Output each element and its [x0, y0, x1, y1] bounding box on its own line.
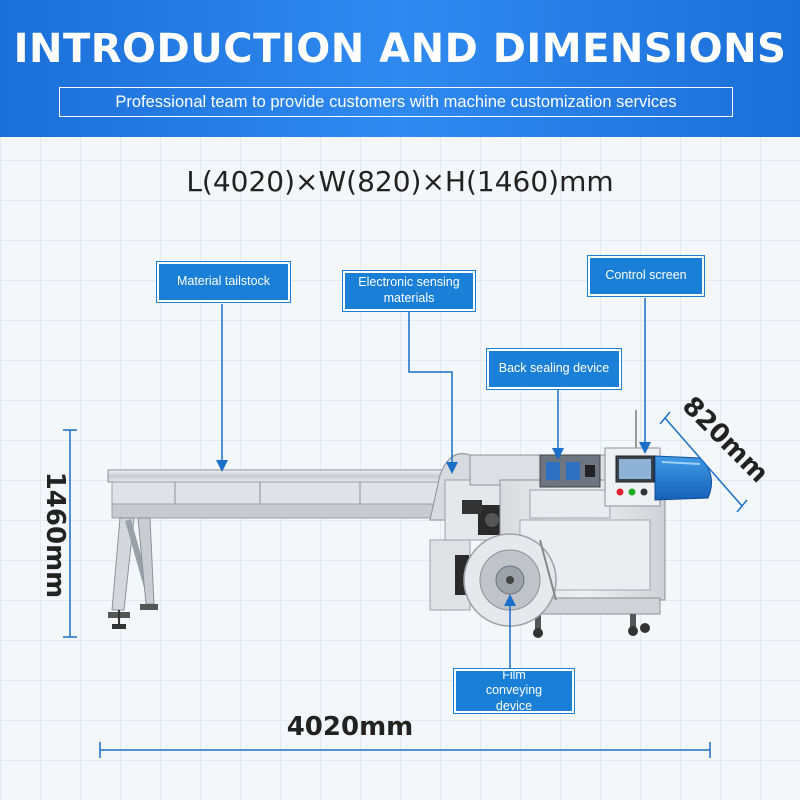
length-dimension-line [99, 742, 711, 758]
header-banner: INTRODUCTION AND DIMENSIONS Professional… [0, 0, 800, 137]
label-material-tailstock: Material tailstock [157, 262, 290, 302]
feed-conveyor [107, 469, 449, 519]
height-dimension-line [63, 429, 77, 638]
label-film-conveying: Film conveying device [454, 668, 574, 713]
length-dimension: 4020mm [286, 712, 414, 742]
label-back-sealing: Back sealing device [487, 349, 621, 389]
overall-dimensions: L(4020)×W(820)×H(1460)mm [186, 165, 614, 198]
width-dimension-line [659, 411, 748, 513]
page-title: INTRODUCTION AND DIMENSIONS [13, 26, 787, 72]
control-panel [604, 410, 661, 507]
page-subtitle: Professional team to provide customers w… [59, 87, 733, 117]
callout-arrows [216, 298, 651, 668]
film-roll [463, 533, 557, 627]
conveyor-legs [108, 517, 158, 629]
back-sealing-unit [539, 454, 601, 488]
height-dimension: 1460mm [40, 471, 70, 599]
label-control-screen: Control screen [588, 256, 704, 296]
label-electronic-sensing: Electronic sensing materials [343, 271, 475, 311]
